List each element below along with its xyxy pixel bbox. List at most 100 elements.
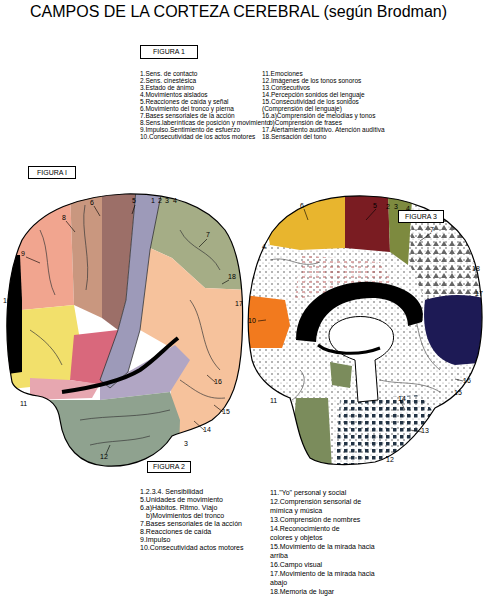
- fornix: [318, 345, 380, 353]
- list-item: 17.Movimiento de la mirada hacia abajo: [270, 569, 378, 587]
- area-number: 14: [398, 395, 406, 403]
- list-item: 9.Impulso: [140, 536, 170, 544]
- area-number: 3: [184, 440, 188, 448]
- list-item: 10.Consecutividad de los actos motores: [140, 133, 255, 140]
- list-item: 14.Reconocimiento de colores y objetos: [270, 524, 364, 542]
- area-olive: [388, 195, 412, 265]
- thalamus-brainstem: [329, 317, 394, 403]
- list-item: 12.Comprensión sensorial de mímica y mús…: [270, 497, 364, 515]
- sulcus: [90, 436, 150, 445]
- list-item: 12.Imágenes de los tonos sonoros: [262, 77, 361, 84]
- area-number: 4: [173, 197, 177, 205]
- area-number: 13: [421, 427, 429, 435]
- area-number: 16: [463, 377, 471, 385]
- area-number: 10: [248, 317, 256, 325]
- list-item: 4.Movimientos aislados: [140, 91, 208, 98]
- area-number: 16: [214, 378, 222, 386]
- area-number: 11: [20, 400, 27, 408]
- figure-box: FIGURA 1: [140, 45, 198, 59]
- list-item: 1.2.3.4. Sensibilidad: [140, 488, 203, 496]
- leader-line: [94, 206, 100, 216]
- area-number: 4: [262, 243, 266, 251]
- area-number: 11: [270, 397, 277, 405]
- leader-line: [194, 421, 204, 430]
- area-number: 15: [454, 389, 462, 397]
- list-item: 7.Bases sensoriales de la acción: [140, 112, 235, 119]
- area-number: 7: [206, 231, 210, 239]
- sulcus: [270, 259, 320, 264]
- leader-line: [26, 257, 40, 263]
- sulcus: [380, 380, 440, 392]
- area-number: 10: [3, 297, 11, 305]
- area-number: 2: [386, 203, 390, 211]
- area-number: 2: [158, 197, 162, 205]
- sulcus: [190, 300, 220, 370]
- list-item: 14.Percepción sonidos del lenguaje: [262, 91, 365, 98]
- list-item: 7.Bases sensoriales de la acción: [140, 520, 242, 528]
- list-item: 15.Movimiento de la mirada hacia arriba: [270, 542, 378, 560]
- list-item: 8.Sens.laberínticas de posición y movimi…: [140, 119, 270, 126]
- list-item: 18.Memoria de lugar: [270, 587, 334, 596]
- area-orange: [245, 295, 290, 348]
- leader-line: [420, 233, 431, 241]
- list-item: 3.Estado de ánimo: [140, 84, 194, 91]
- area-yellow: [260, 190, 345, 250]
- area-number: 15: [222, 408, 230, 416]
- figure-label: FIGURA 2: [148, 462, 190, 472]
- leader-line: [207, 375, 215, 382]
- list-item: 18.Sensación del tono: [262, 133, 326, 140]
- sulcus: [180, 230, 220, 270]
- area-number: 14: [203, 426, 211, 434]
- area-navy: [424, 295, 490, 365]
- brain-outline: [7, 194, 243, 466]
- list-item: 1.Sens. de contacto: [140, 70, 197, 77]
- area-number: 6: [300, 202, 304, 210]
- area-number: 9: [21, 250, 25, 258]
- area-number: 8: [62, 214, 66, 222]
- figure-box: FIGURA 2: [147, 461, 191, 473]
- area-number: 6: [90, 199, 94, 207]
- square-area: [335, 395, 440, 470]
- list-item: 9.Impulso.Sentimiento de esfuerzo: [140, 126, 240, 133]
- leader-lines: [26, 205, 463, 454]
- figure-box: FIGURA I: [28, 166, 76, 179]
- list-item: 16.a)Comprensión de melodías y tonos: [262, 112, 375, 119]
- area-number: 5: [132, 197, 136, 205]
- area-number: 18: [228, 273, 236, 281]
- area-number: 12: [386, 456, 394, 464]
- figure-box: FIGURA 3: [398, 210, 444, 223]
- area-dark-red: [345, 190, 390, 252]
- list-item: 16.Campo visual: [270, 560, 322, 569]
- area-number: 7: [430, 226, 434, 234]
- leader-line: [304, 209, 308, 220]
- area-green-small: [330, 362, 352, 388]
- list-item: 6.Movimiento del tronco y pierna: [140, 105, 234, 112]
- diagram-title: CAMPOS DE LA CORTEZA CEREBRAL (según Bro…: [30, 3, 447, 21]
- speckled-area: [240, 180, 490, 480]
- list-item: 6.a)Hábitos. Ritmo. Viajo: [140, 504, 217, 512]
- brain-outline: [248, 196, 482, 465]
- sylvian-fissure: [62, 338, 178, 392]
- leader-line: [455, 379, 463, 381]
- area-number: 3: [394, 203, 398, 211]
- leader-line: [214, 405, 223, 412]
- list-item: 2.Sens. cinestésica: [140, 77, 196, 84]
- list-item: 11."Yo" personal y social: [270, 488, 346, 497]
- area-number: 1: [151, 197, 155, 205]
- area-number: 18: [472, 265, 480, 273]
- sulcus: [84, 205, 88, 290]
- area-10: [0, 255, 22, 375]
- leader-line: [199, 239, 207, 247]
- leader-line: [410, 430, 422, 432]
- list-item: 10.Consecutividad actos motores: [140, 544, 244, 552]
- list-item: 11.Emociones: [262, 70, 303, 77]
- area-number: 4: [406, 205, 410, 213]
- list-item: 13.Consecutivos: [262, 84, 310, 91]
- sulcus: [30, 330, 62, 365]
- sulcus: [292, 370, 304, 400]
- list-item: 15.Consecutividad de los sonidos (Compre…: [262, 98, 374, 112]
- leader-line: [258, 320, 266, 321]
- list-item: 8.Reacciones de caída: [140, 528, 211, 536]
